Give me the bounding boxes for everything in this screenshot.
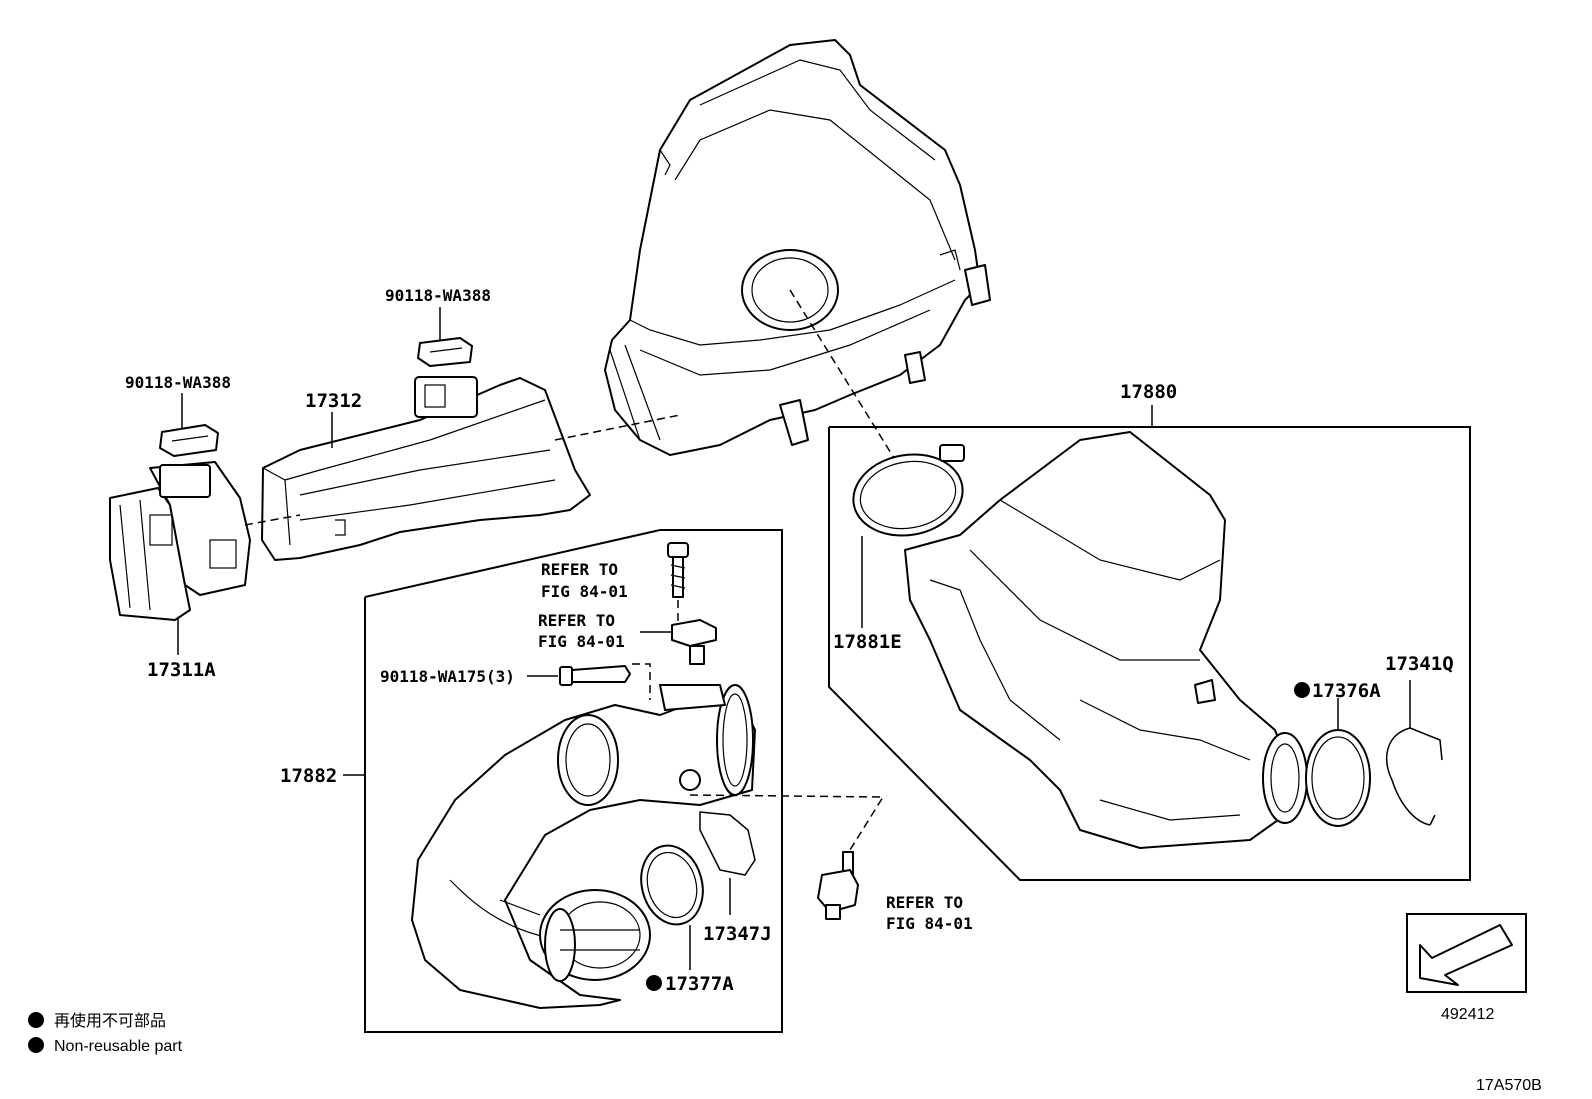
bolt-refer-fig-drawing: [667, 542, 689, 625]
direction-box-code: 492412: [1441, 1006, 1494, 1023]
clip-17341q-drawing: [1385, 680, 1443, 826]
connect-dash-3: [789, 289, 921, 501]
sensor-refer-fig-drawing: [640, 619, 717, 665]
direction-arrow-icon: [1419, 924, 1513, 986]
gasket-17347j-drawing: [699, 811, 756, 915]
air-cleaner-case-drawing: [604, 39, 991, 456]
label-refer-to-3: REFER TO: [886, 893, 963, 912]
connect-dash-1: [244, 514, 301, 526]
clip-90118-wa388-left-drawing: [159, 424, 219, 457]
connect-dash-4: [632, 663, 651, 700]
ring-17376a-drawing: [1294, 682, 1371, 827]
label-17347j: 17347J: [703, 923, 772, 945]
bolt-90118-wa175-drawing: [527, 665, 631, 686]
label-17881e: 17881E: [833, 631, 902, 653]
legend-bullet-en: [28, 1037, 44, 1053]
label-fig-84-01-1: FIG 84-01: [541, 582, 628, 601]
non-reusable-marker-17376a: [1294, 682, 1310, 698]
label-refer-to-2: REFER TO: [538, 611, 615, 630]
air-hose-17882-drawing: [411, 684, 756, 1009]
legend: 再使用不可部品 Non-reusable part: [28, 1011, 183, 1055]
clamp-17881e-drawing: [852, 444, 965, 628]
intake-hose-17880-drawing: [904, 431, 1308, 849]
intake-duct-17312-drawing: [261, 376, 591, 561]
label-90118-wa388-top: 90118-WA388: [385, 286, 491, 305]
label-fig-84-01-2: FIG 84-01: [538, 632, 625, 651]
label-refer-to-1: REFER TO: [541, 560, 618, 579]
legend-non-reusable-jp: 再使用不可部品: [54, 1011, 166, 1030]
label-17882: 17882: [280, 765, 337, 787]
direction-box: 492412: [1406, 913, 1527, 1023]
assembly-box-17882: [343, 529, 783, 1033]
ring-17377a-drawing: [640, 844, 704, 991]
legend-non-reusable-en: Non-reusable part: [54, 1038, 183, 1055]
assembly-box-17880: [828, 405, 1471, 881]
drawing-code: 17A570B: [1476, 1077, 1542, 1094]
label-90118-wa388-left: 90118-WA388: [125, 373, 231, 392]
label-17376a: 17376A: [1312, 680, 1381, 702]
label-17341q: 17341Q: [1385, 653, 1454, 675]
label-17880: 17880: [1120, 381, 1177, 403]
label-17312: 17312: [305, 390, 362, 412]
clip-90118-wa388-top-drawing: [417, 337, 473, 367]
legend-bullet-jp: [28, 1012, 44, 1028]
non-reusable-marker-17377a: [646, 975, 662, 991]
inlet-17311a-drawing: [109, 461, 251, 621]
label-17311a: 17311A: [147, 659, 216, 681]
label-17377a: 17377A: [665, 973, 734, 995]
label-fig-84-01-3: FIG 84-01: [886, 914, 973, 933]
connect-dash-2: [554, 414, 681, 441]
sensor-lower-refer-fig-drawing: [689, 794, 885, 920]
label-90118-wa175: 90118-WA175(3): [380, 667, 515, 686]
